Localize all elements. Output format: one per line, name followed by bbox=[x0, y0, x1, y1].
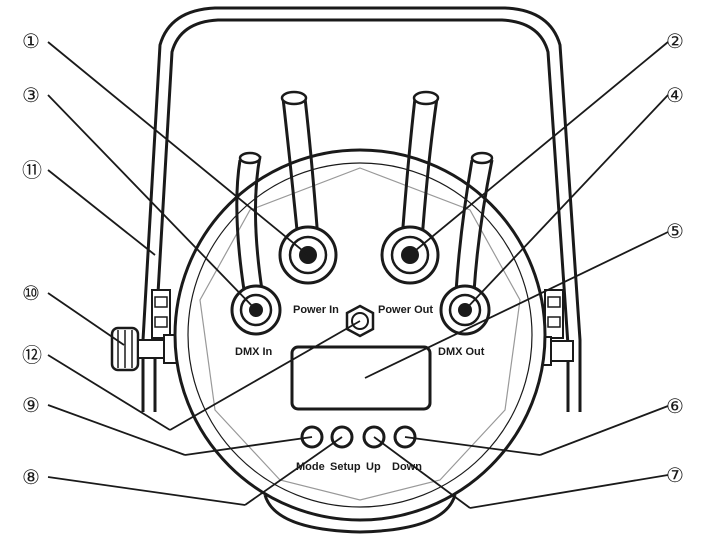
mounting-bracket bbox=[141, 6, 582, 412]
callout-5: ⑤ bbox=[666, 219, 684, 243]
dmx-in-label: DMX In bbox=[235, 346, 273, 358]
power-out-label: Power Out bbox=[378, 304, 433, 316]
callout-1: ① bbox=[22, 29, 40, 53]
callout-10: ⑩ bbox=[22, 281, 40, 305]
leader-lines bbox=[47, 41, 669, 509]
callout-9: ⑨ bbox=[22, 393, 40, 417]
tilt-lock-knob bbox=[110, 326, 183, 372]
cables bbox=[235, 90, 494, 293]
fixture-housing bbox=[173, 148, 547, 534]
callout-4: ④ bbox=[666, 83, 684, 107]
callout-2: ② bbox=[666, 29, 684, 53]
callout-6: ⑥ bbox=[666, 394, 684, 418]
dmx-out-label: DMX Out bbox=[438, 346, 485, 358]
callout-7: ⑦ bbox=[666, 463, 684, 487]
callout-12: ⑫ bbox=[22, 343, 42, 367]
setup-label: Setup bbox=[330, 461, 361, 473]
power-in-label: Power In bbox=[293, 304, 339, 316]
up-label: Up bbox=[366, 461, 381, 473]
callout-numbers: ① ② ③ ④ ⑤ ⑥ ⑦ ⑧ ⑨ ⑩ ⑪ ⑫ bbox=[22, 29, 684, 489]
callout-11: ⑪ bbox=[22, 158, 42, 182]
down-label: Down bbox=[392, 461, 422, 473]
callout-3: ③ bbox=[22, 83, 40, 107]
callout-8: ⑧ bbox=[22, 465, 40, 489]
